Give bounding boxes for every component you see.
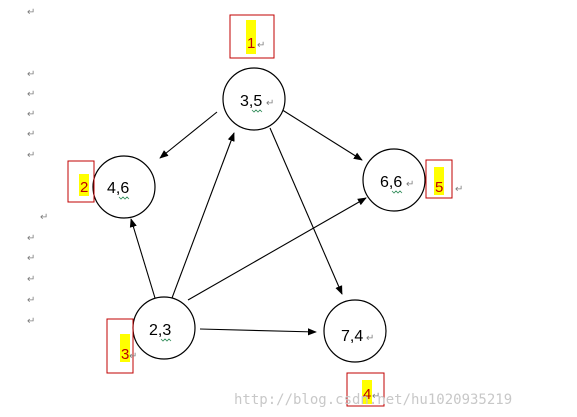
spellcheck-squiggle <box>118 196 130 200</box>
node-circle <box>362 148 426 212</box>
label-number: 1 <box>247 35 255 52</box>
label-number: 2 <box>80 179 88 196</box>
paragraph-mark-icon: ↵ <box>27 129 35 140</box>
paragraph-mark-icon: ↵ <box>27 89 35 100</box>
edge-a-e <box>269 127 343 295</box>
node-label: 3,5 <box>240 93 262 110</box>
label-number: 3 <box>121 346 129 363</box>
label-box <box>346 372 385 407</box>
paragraph-mark-icon: ↵ <box>366 333 374 344</box>
node-circle <box>323 299 387 363</box>
label-box <box>229 14 275 59</box>
edge-a-b <box>159 111 218 159</box>
paragraph-mark-icon: ↵ <box>455 184 463 195</box>
paragraph-mark-icon: ↵ <box>27 7 35 18</box>
order-label-5: 5 ↵ <box>425 159 463 199</box>
edges <box>129 105 367 336</box>
edge-d-e <box>199 328 317 336</box>
paragraph-mark-icon: ↵ <box>27 109 35 120</box>
label-box <box>425 159 453 199</box>
edge-d-a <box>171 132 235 299</box>
edge-d-c <box>187 197 367 301</box>
node-d: 2,3 <box>132 296 196 360</box>
node-label: 4,6 <box>107 180 129 197</box>
node-label: 7,4 <box>341 328 363 345</box>
label-highlight <box>246 20 256 54</box>
node-circle <box>92 155 156 219</box>
node-b: 4,6 <box>92 155 156 219</box>
edge-d-b <box>129 218 156 299</box>
order-label-2: 2 <box>67 160 95 203</box>
node-a: 3,5 ↵ <box>222 67 286 131</box>
spellcheck-squiggle <box>391 190 403 194</box>
edge-a-c <box>275 105 363 161</box>
label-highlight <box>434 167 444 195</box>
paragraph-mark-icon: ↵ <box>372 391 380 402</box>
label-highlight <box>79 174 89 196</box>
label-box <box>106 318 134 374</box>
paragraph-mark-icon: ↵ <box>40 212 48 223</box>
node-e: 7,4 ↵ <box>323 299 387 363</box>
paragraph-mark-icon: ↵ <box>27 233 35 244</box>
node-circle <box>222 67 286 131</box>
label-number: 5 <box>435 179 443 196</box>
paragraph-mark-icon: ↵ <box>257 40 265 51</box>
order-label-1: 1 ↵ <box>229 14 275 59</box>
paragraph-mark-icon: ↵ <box>27 274 35 285</box>
order-label-3: 3 ↵ <box>106 318 137 374</box>
spellcheck-squiggle <box>160 338 172 342</box>
paragraph-mark-icon: ↵ <box>27 295 35 306</box>
label-highlight <box>362 380 372 404</box>
spellcheck-squiggle <box>251 109 263 113</box>
paragraph-mark-icon: ↵ <box>27 253 35 264</box>
watermark: http://blog.csdn.net/hu1020935219 <box>234 392 512 408</box>
node-label: 2,3 <box>149 322 171 339</box>
margin-paragraph-marks: ↵ ↵ ↵ ↵ ↵ ↵ ↵ ↵ ↵ ↵ ↵ ↵ <box>27 7 48 327</box>
label-box <box>67 160 95 203</box>
paragraph-mark-icon: ↵ <box>266 98 274 109</box>
paragraph-mark-icon: ↵ <box>129 351 137 362</box>
paragraph-mark-icon: ↵ <box>27 69 35 80</box>
label-number: 4 <box>363 386 371 403</box>
label-highlight <box>120 334 130 362</box>
node-label: 6,6 <box>380 174 402 191</box>
order-label-4: 4 ↵ <box>346 372 385 407</box>
paragraph-mark-icon: ↵ <box>27 316 35 327</box>
node-c: 6,6 ↵ <box>362 148 426 212</box>
paragraph-mark-icon: ↵ <box>27 150 35 161</box>
paragraph-mark-icon: ↵ <box>406 179 414 190</box>
